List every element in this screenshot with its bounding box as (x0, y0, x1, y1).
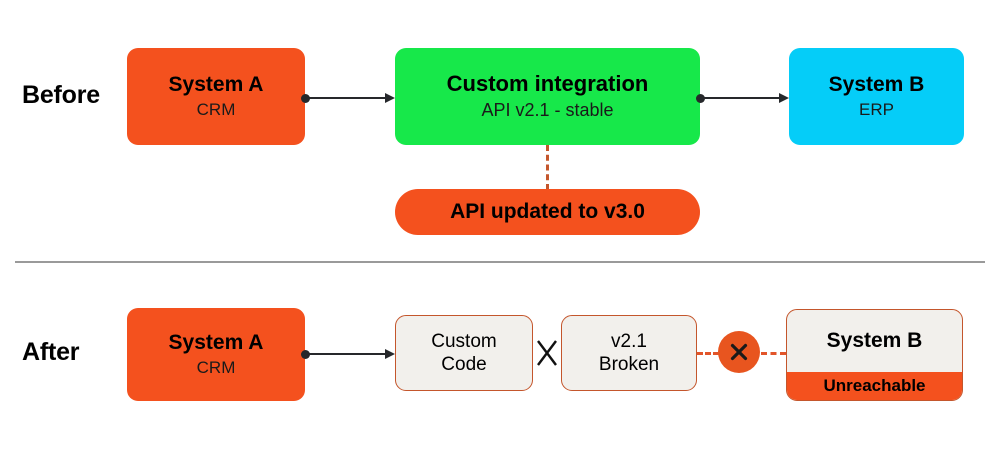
arrow-head-icon (385, 92, 395, 103)
connector-line (305, 97, 387, 100)
connector-source-dot (301, 349, 310, 359)
after-system-a-node[interactable]: System A CRM (127, 308, 305, 401)
connector-source-dot (301, 93, 310, 103)
before-system-a-node[interactable]: System A CRM (127, 48, 305, 145)
after-system-a-title: System A (168, 331, 264, 355)
connector-line (700, 97, 781, 100)
after-custom-code-node[interactable]: Custom Code (395, 315, 533, 391)
dashed-connector-broken-to-marker (697, 352, 719, 355)
after-broken-api-line2: Broken (598, 354, 660, 375)
before-integration-title: Custom integration (446, 70, 649, 96)
before-system-b-title: System B (828, 73, 925, 97)
before-system-a-subtitle: CRM (196, 99, 236, 119)
circle-x-icon (718, 331, 760, 373)
after-broken-api-node[interactable]: v2.1 Broken (561, 315, 697, 391)
connector-source-dot (696, 93, 705, 103)
before-integration-subtitle: API v2.1 - stable (481, 99, 614, 120)
before-system-b-subtitle: ERP (859, 99, 894, 119)
row-label-before: Before (22, 81, 100, 109)
status-badge: Unreachable (823, 376, 926, 395)
dashed-connector-marker-to-system-b (761, 352, 786, 355)
before-system-a-title: System A (168, 73, 264, 97)
arrow-head-icon (385, 348, 395, 359)
api-update-badge[interactable]: API updated to v3.0 (395, 189, 700, 235)
after-broken-api-line1: v2.1 (611, 330, 647, 352)
row-label-after: After (22, 338, 80, 366)
after-system-b-title: System B (826, 329, 923, 352)
after-custom-code-line2: Code (441, 354, 487, 375)
after-system-b-node[interactable]: System B Unreachable (786, 309, 963, 401)
after-system-b-status-bar: Unreachable (787, 372, 962, 400)
api-update-badge-text: API updated to v3.0 (450, 200, 645, 223)
section-divider (15, 261, 985, 263)
before-integration-node[interactable]: Custom integration API v2.1 - stable (395, 48, 700, 145)
arrow-head-icon (779, 92, 789, 103)
after-system-a-subtitle: CRM (196, 357, 236, 377)
after-custom-code-line1: Custom (431, 330, 497, 352)
dashed-connector-integration-to-badge (546, 145, 549, 190)
after-system-b-body: System B (787, 310, 962, 372)
connector-line (305, 353, 387, 356)
before-system-b-node[interactable]: System B ERP (789, 48, 964, 145)
x-icon (533, 332, 561, 374)
